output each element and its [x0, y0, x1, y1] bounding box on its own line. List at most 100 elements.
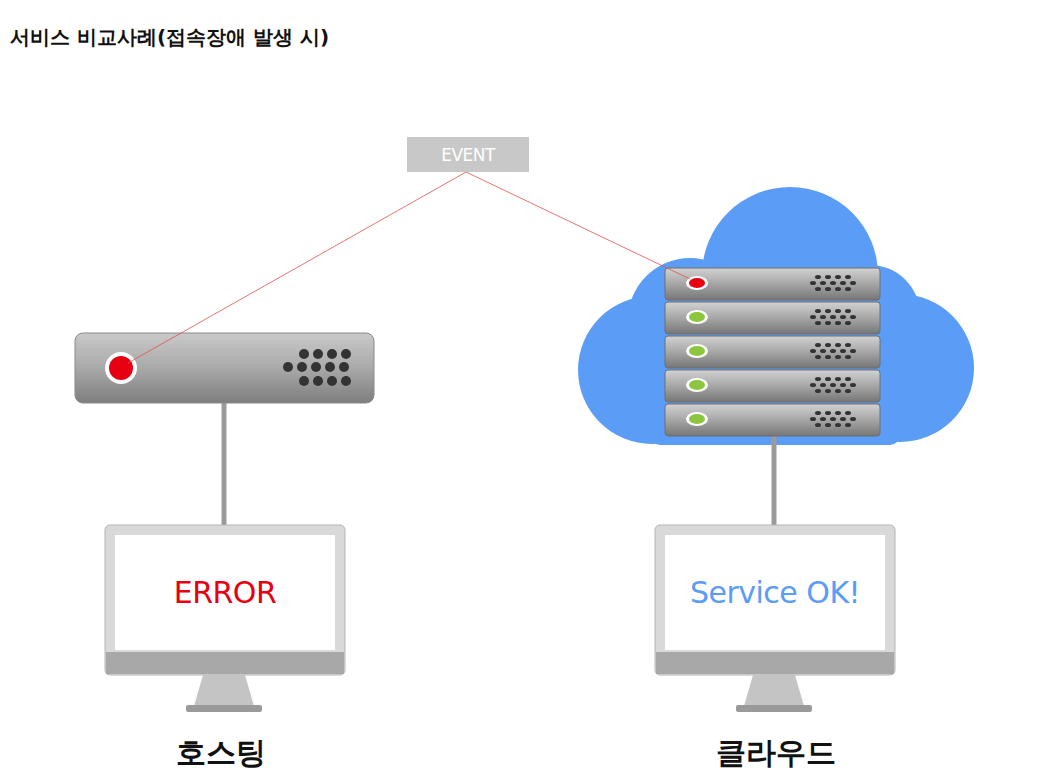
vent-hole: [845, 275, 851, 279]
screen-error: ERROR: [115, 535, 335, 650]
vent-hole: [840, 315, 846, 319]
vent-hole: [327, 376, 337, 386]
vent-hole: [835, 377, 841, 381]
vent-hole: [840, 383, 846, 387]
vent-hole: [820, 315, 826, 319]
vent-hole: [830, 349, 836, 353]
vent-hole: [825, 321, 831, 325]
vent-hole: [815, 343, 821, 347]
vent-hole: [339, 362, 349, 372]
vent-hole: [325, 362, 335, 372]
vent-hole: [845, 287, 851, 291]
status-ring: [105, 352, 137, 384]
vent-hole: [840, 417, 846, 421]
vent-hole: [311, 362, 321, 372]
category-label: 호스팅: [176, 733, 266, 774]
cable: [222, 403, 227, 526]
vent-hole: [825, 309, 831, 313]
vent-hole: [327, 349, 337, 359]
vent-hole: [815, 321, 821, 325]
vent-hole: [845, 343, 851, 347]
server-unit: [665, 404, 880, 436]
vent-hole: [815, 389, 821, 393]
vent-hole: [835, 287, 841, 291]
event-box: EVENT: [407, 137, 529, 172]
vent-hole: [845, 423, 851, 427]
vent-hole: [825, 423, 831, 427]
vent-hole: [840, 281, 846, 285]
vent-hole: [825, 355, 831, 359]
vent-hole: [815, 411, 821, 415]
status-led-red: [689, 278, 705, 288]
vent-hole: [825, 377, 831, 381]
cable: [772, 436, 777, 526]
vent-hole: [845, 377, 851, 381]
vent-hole: [850, 281, 856, 285]
monitor-frame: [655, 525, 895, 675]
event-leader: [128, 172, 466, 363]
vent-hole: [820, 281, 826, 285]
monitor-stand: [194, 675, 254, 706]
vent-hole: [830, 417, 836, 421]
vent-hole: [820, 349, 826, 353]
server-unit: [665, 302, 880, 334]
status-ring: [686, 344, 708, 358]
vent-hole: [840, 349, 846, 353]
vent-hole: [341, 376, 351, 386]
monitor-left: [105, 525, 345, 712]
status-ring: [686, 412, 708, 426]
monitor-chin: [106, 652, 344, 674]
vent-hole: [825, 389, 831, 393]
vent-hole: [850, 349, 856, 353]
vent-hole: [820, 417, 826, 421]
monitor-stand: [744, 675, 804, 706]
vent-hole: [815, 355, 821, 359]
diagram-title: 서비스 비교사례(접속장애 발생 시): [10, 24, 329, 51]
vent-hole: [850, 417, 856, 421]
event-leader: [466, 172, 690, 279]
vent-hole: [835, 389, 841, 393]
vent-hole: [815, 275, 821, 279]
vent-hole: [299, 376, 309, 386]
node-text: Service OK!: [690, 575, 860, 610]
vent-hole: [341, 349, 351, 359]
node-text: ERROR: [174, 575, 277, 610]
vent-hole: [815, 423, 821, 427]
vent-hole: [815, 287, 821, 291]
vent-hole: [845, 309, 851, 313]
category-label: 클라우드: [716, 733, 836, 774]
vent-hole: [825, 411, 831, 415]
vent-hole: [299, 349, 309, 359]
status-ring: [686, 276, 708, 290]
monitor-base: [736, 705, 812, 712]
node-text: EVENT: [441, 145, 495, 165]
vent-hole: [850, 315, 856, 319]
monitor-screen: [115, 535, 335, 650]
status-led-green: [689, 346, 705, 356]
vent-hole: [830, 383, 836, 387]
vent-hole: [810, 383, 816, 387]
server-unit: [665, 336, 880, 368]
server-unit: [665, 370, 880, 402]
status-led-green: [689, 380, 705, 390]
vent-hole: [810, 315, 816, 319]
status-ring: [686, 378, 708, 392]
vent-hole: [830, 281, 836, 285]
vent-hole: [845, 321, 851, 325]
hosting-server: [75, 333, 374, 403]
status-led-green: [689, 414, 705, 424]
vent-hole: [835, 309, 841, 313]
cloud-body: [650, 330, 900, 445]
monitor-chin: [656, 652, 894, 674]
vent-hole: [820, 383, 826, 387]
vent-hole: [850, 383, 856, 387]
vent-hole: [830, 315, 836, 319]
vent-hole: [825, 275, 831, 279]
server-stack: [665, 268, 880, 436]
vent-hole: [845, 355, 851, 359]
vent-hole: [313, 349, 323, 359]
status-led-red: [109, 356, 133, 380]
vent-hole: [815, 309, 821, 313]
vent-hole: [313, 376, 323, 386]
vent-hole: [810, 349, 816, 353]
